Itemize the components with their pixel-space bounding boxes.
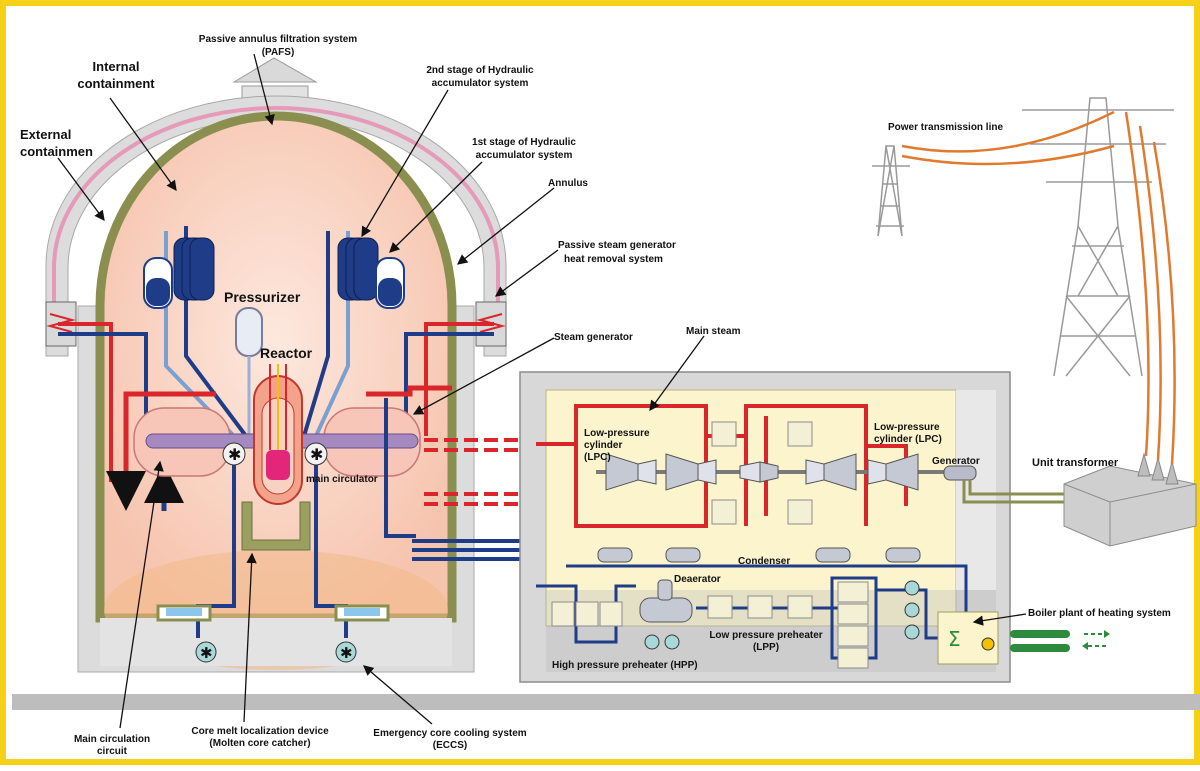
- npp-diagram: ✱ ✱ ✱ ✱: [12, 34, 1200, 757]
- transmission-towers: [872, 97, 1174, 377]
- feed-pumps: [644, 580, 920, 650]
- eccs-pump-right: [335, 641, 357, 663]
- boiler-plant: Σ: [937, 611, 1110, 665]
- steam-generators: ✱ ✱: [133, 407, 421, 477]
- boiler-plant-label: Boiler plant of heating system: [1028, 608, 1171, 619]
- svg-text:✱: ✱: [310, 445, 323, 464]
- unit-transformer: [1063, 452, 1197, 547]
- lpc-right-turbine-1: [805, 459, 825, 485]
- svg-text:✱: ✱: [200, 644, 213, 662]
- power-lines: [901, 110, 1176, 465]
- pressurizer-vessel: [235, 307, 263, 357]
- generator-body: [943, 465, 977, 481]
- small-tower: [872, 145, 910, 237]
- internal-containment-label-2: containment: [77, 76, 155, 91]
- condenser-label: Condenser: [738, 556, 790, 567]
- internal-containment-label-1: Internal: [93, 59, 140, 74]
- lpc-right-turbine-2: [867, 459, 887, 485]
- leader-arrows: [57, 53, 1027, 729]
- reactor-building: [45, 57, 507, 673]
- hydro-1st-label-1: 1st stage of Hydraulic: [472, 137, 576, 148]
- heaters: [551, 581, 869, 669]
- core-melt-label-2: (Molten core catcher): [209, 738, 310, 749]
- unit-transformer-label: Unit transformer: [1032, 457, 1119, 469]
- turbines: [596, 453, 977, 491]
- primary-piping: [58, 226, 494, 638]
- reactor-vessel: [253, 364, 303, 505]
- hydro-2nd-label-1: 2nd stage of Hydraulic: [426, 65, 534, 76]
- main-circulator-label: main circulator: [306, 474, 378, 485]
- main-steam-label: Main steam: [686, 326, 741, 337]
- lpc-left-label-2: cylinder: [584, 440, 622, 451]
- roof-cap: [232, 57, 318, 83]
- passive-sg-label-1: Passive steam generator: [558, 240, 676, 251]
- external-containment-label-1: External: [20, 127, 71, 142]
- deaerator-label: Deaerator: [674, 574, 721, 585]
- passive-sg-label-2: heat removal system: [564, 254, 663, 265]
- hydro-2nd-label-2: accumulator system: [432, 78, 529, 89]
- svg-text:✱: ✱: [340, 644, 353, 662]
- eccs-label-1: Emergency core cooling system: [373, 728, 527, 739]
- hydro-accumulators: [143, 237, 405, 309]
- lpc-right-label-1: Low-pressure: [874, 422, 940, 433]
- lpc-left-label-1: Low-pressure: [584, 428, 650, 439]
- svg-text:Σ: Σ: [948, 627, 961, 651]
- lpc-right-label-2: cylinder (LPC): [874, 434, 942, 445]
- condensers: [597, 547, 921, 563]
- eccs-pump-left: [195, 641, 217, 663]
- hydro-1st-label-2: accumulator system: [476, 150, 573, 161]
- svg-text:✱: ✱: [228, 445, 241, 464]
- annulus-label: Annulus: [548, 178, 588, 189]
- core-melt-label-1: Core melt localization device: [191, 726, 329, 737]
- generator-label: Generator: [932, 456, 980, 467]
- main-circulator-right: [304, 442, 328, 466]
- generator-output: [962, 480, 1066, 504]
- steam-generator-label: Steam generator: [554, 332, 633, 343]
- main-circ-circuit-label-1: Main circulation: [74, 734, 150, 745]
- power-line-label: Power transmission line: [888, 122, 1003, 133]
- main-circulator-left: [222, 442, 246, 466]
- hpp-label: High pressure preheater (HPP): [552, 660, 698, 671]
- pafs-label-2: (PAFS): [262, 47, 295, 58]
- lpp-label-1: Low pressure preheater: [709, 630, 822, 641]
- core-catcher: [241, 501, 311, 551]
- pafs-label-1: Passive annulus filtration system: [199, 34, 357, 45]
- lpp-label-2: (LPP): [753, 642, 779, 653]
- large-tower: [1022, 97, 1174, 377]
- preheat-boxes: [711, 421, 813, 525]
- eccs-label-2: (ECCS): [433, 740, 467, 751]
- external-containment-label-2: containmen: [20, 144, 93, 159]
- labels: Passive annulus filtration system (PAFS)…: [20, 34, 1171, 757]
- steam-lines: [384, 398, 536, 561]
- pressurizer-label: Pressurizer: [224, 289, 301, 305]
- main-circ-circuit-label-2: circuit: [97, 746, 128, 757]
- reactor-label: Reactor: [260, 345, 313, 361]
- deaerator: [639, 579, 693, 623]
- lpc-left-label-3: (LPC): [584, 452, 611, 463]
- ground-strip: [12, 694, 1200, 710]
- annulus-line: [52, 106, 500, 306]
